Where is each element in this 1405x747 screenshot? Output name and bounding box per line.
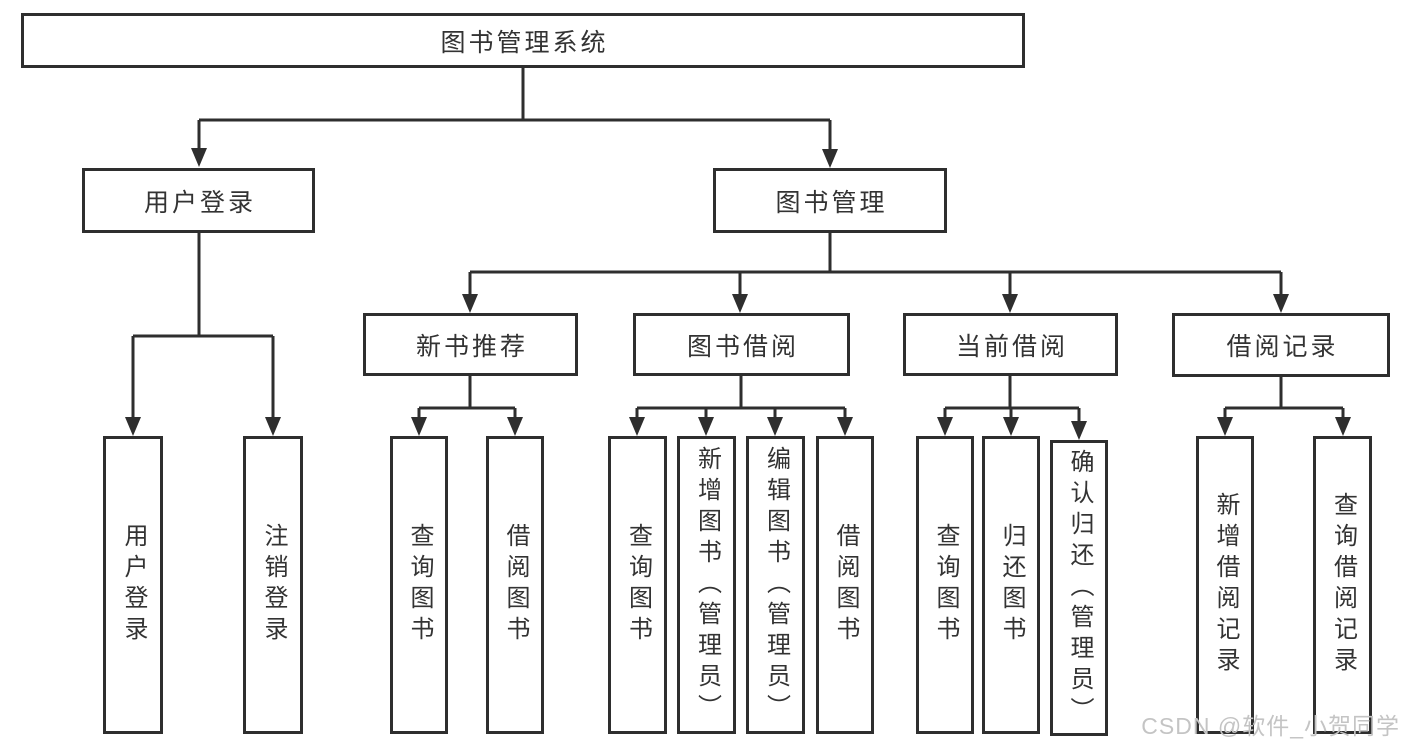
leaf-add-book-admin-label: 新增图书（管理员）: [693, 445, 721, 725]
leaf-edit-book-admin-label: 编辑图书（管理员）: [762, 445, 790, 725]
node-book-management: 图书管理: [713, 168, 947, 233]
leaf-user-login-label: 用户登录: [120, 523, 147, 647]
leaf-add-borrow-record: 新增借阅记录: [1196, 436, 1254, 734]
node-book-borrow-label: 图书借阅: [686, 332, 799, 361]
leaf-query-books-borrow: 查询图书: [608, 436, 667, 734]
arrowheads: [125, 148, 1351, 440]
leaf-user-login: 用户登录: [103, 436, 163, 734]
leaf-confirm-return-admin: 确认归还（管理员）: [1050, 440, 1108, 736]
leaf-borrow-books-recommend: 借阅图书: [486, 436, 544, 734]
leaf-logout-label: 注销登录: [260, 523, 287, 647]
csdn-watermark: CSDN @软件_小贺同学: [1141, 713, 1400, 739]
leaf-query-books-recommend-label: 查询图书: [406, 523, 433, 647]
leaf-query-books-current-label: 查询图书: [932, 523, 959, 647]
node-borrow-record: 借阅记录: [1172, 313, 1390, 377]
leaf-return-book-label: 归还图书: [998, 523, 1025, 647]
node-current-borrow-label: 当前借阅: [955, 332, 1068, 361]
leaf-add-borrow-record-label: 新增借阅记录: [1212, 492, 1239, 678]
leaf-query-books-recommend: 查询图书: [390, 436, 448, 734]
leaf-borrow-books-2-label: 借阅图书: [832, 523, 859, 647]
node-user-login-label: 用户登录: [143, 188, 256, 217]
node-user-login: 用户登录: [82, 168, 315, 233]
node-root-label: 图书管理系统: [440, 28, 609, 57]
node-borrow-record-label: 借阅记录: [1226, 333, 1339, 361]
node-book-management-label: 图书管理: [775, 188, 888, 217]
leaf-query-books-current: 查询图书: [916, 436, 974, 734]
leaf-borrow-books-recommend-label: 借阅图书: [502, 523, 529, 647]
leaf-borrow-books-2: 借阅图书: [816, 436, 874, 734]
leaf-query-borrow-record-label: 查询借阅记录: [1329, 492, 1357, 678]
leaf-return-book: 归还图书: [982, 436, 1040, 734]
node-current-borrow: 当前借阅: [903, 313, 1118, 376]
node-book-borrow: 图书借阅: [633, 313, 850, 376]
leaf-query-borrow-record: 查询借阅记录: [1313, 436, 1372, 734]
leaf-add-book-admin: 新增图书（管理员）: [677, 436, 736, 734]
node-new-book-recommend: 新书推荐: [363, 313, 578, 376]
leaf-query-books-borrow-label: 查询图书: [624, 523, 652, 647]
leaf-edit-book-admin: 编辑图书（管理员）: [746, 436, 805, 734]
leaf-logout: 注销登录: [243, 436, 303, 734]
node-root: 图书管理系统: [21, 13, 1025, 68]
leaf-confirm-return-admin-label: 确认归还（管理员）: [1066, 448, 1093, 728]
node-new-book-recommend-label: 新书推荐: [415, 332, 528, 361]
connector-edges: [131, 68, 1345, 423]
